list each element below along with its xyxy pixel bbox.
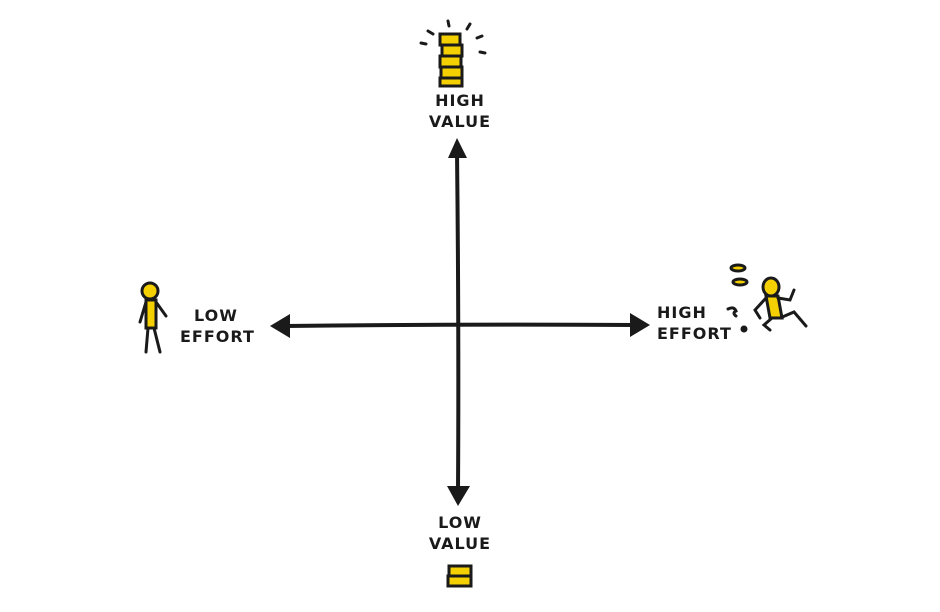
running-person-icon [726,263,808,333]
low-value-line1: LOW [438,513,482,532]
arrow-up-icon [448,138,467,158]
low-value-line2: VALUE [428,534,492,553]
low-value-label: LOW VALUE [400,512,520,554]
arrow-down-icon [447,486,470,506]
small-coin-stack-icon [446,564,473,588]
arrow-left-icon [270,314,290,338]
low-effort-line2: EFFORT [180,327,255,346]
high-effort-label: HIGH EFFORT [657,302,732,344]
vertical-axis [455,150,461,494]
high-value-label: HIGH VALUE [400,90,520,132]
high-effort-line2: EFFORT [657,324,732,343]
standing-person-icon [138,281,168,354]
arrow-right-icon [630,313,650,337]
high-effort-line1: HIGH [657,303,707,322]
horizontal-axis [283,322,638,328]
high-value-line2: VALUE [428,112,492,131]
low-effort-line1: LOW [194,306,238,325]
low-effort-label: LOW EFFORT [180,305,255,347]
tall-coin-stack-icon [438,32,464,88]
high-value-line1: HIGH [435,91,485,110]
sparkle-icon [419,19,487,55]
